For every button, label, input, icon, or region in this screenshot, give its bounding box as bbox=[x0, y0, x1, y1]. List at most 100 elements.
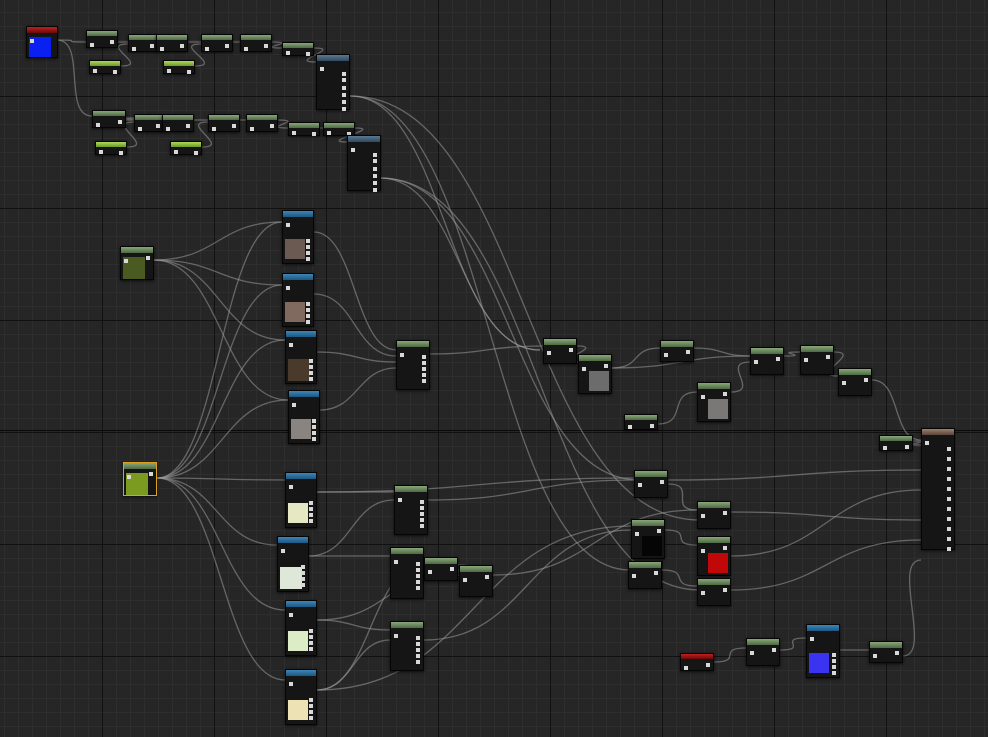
output-pin[interactable] bbox=[232, 124, 236, 128]
node-header[interactable] bbox=[289, 123, 319, 128]
output-pin[interactable] bbox=[416, 568, 420, 572]
output-pin[interactable] bbox=[686, 350, 690, 354]
input-pin[interactable] bbox=[804, 358, 808, 362]
output-pin[interactable] bbox=[660, 480, 664, 484]
output-pin[interactable] bbox=[373, 153, 377, 157]
node-lerp-grey2[interactable] bbox=[697, 382, 731, 422]
output-pin[interactable] bbox=[420, 524, 424, 528]
node-header[interactable] bbox=[317, 55, 349, 61]
input-pin[interactable] bbox=[132, 47, 136, 51]
output-pin[interactable] bbox=[309, 501, 313, 505]
output-pin[interactable] bbox=[306, 239, 310, 243]
output-pin[interactable] bbox=[947, 517, 951, 521]
input-pin[interactable] bbox=[286, 51, 290, 55]
output-pin[interactable] bbox=[309, 647, 313, 651]
output-pin[interactable] bbox=[706, 663, 710, 667]
input-pin[interactable] bbox=[160, 47, 164, 51]
output-pin[interactable] bbox=[947, 447, 951, 451]
node-n43[interactable] bbox=[459, 565, 493, 597]
output-pin[interactable] bbox=[306, 314, 310, 318]
output-pin[interactable] bbox=[373, 188, 377, 192]
node-header[interactable] bbox=[870, 642, 902, 648]
input-pin[interactable] bbox=[292, 131, 296, 135]
node-n6[interactable] bbox=[240, 34, 272, 52]
node-n13[interactable] bbox=[162, 114, 194, 132]
node-header[interactable] bbox=[681, 654, 713, 659]
output-pin[interactable] bbox=[772, 648, 776, 652]
input-pin[interactable] bbox=[327, 131, 331, 135]
input-pin[interactable] bbox=[289, 485, 293, 489]
output-pin[interactable] bbox=[301, 571, 305, 575]
output-pin[interactable] bbox=[450, 567, 454, 571]
input-pin[interactable] bbox=[281, 549, 285, 553]
node-tex-cream1[interactable] bbox=[285, 472, 317, 528]
output-pin[interactable] bbox=[416, 574, 420, 578]
input-pin[interactable] bbox=[394, 634, 398, 638]
output-pin[interactable] bbox=[826, 355, 830, 359]
node-n12[interactable] bbox=[134, 114, 164, 132]
output-pin[interactable] bbox=[657, 529, 661, 533]
output-pin[interactable] bbox=[650, 424, 654, 428]
node-header[interactable] bbox=[425, 558, 457, 564]
node-n8[interactable] bbox=[89, 60, 121, 74]
node-header[interactable] bbox=[286, 473, 316, 479]
node-header[interactable] bbox=[121, 247, 153, 253]
output-pin[interactable] bbox=[306, 251, 310, 255]
node-tex-cream3[interactable] bbox=[285, 669, 317, 725]
output-pin[interactable] bbox=[905, 445, 909, 449]
node-n31[interactable] bbox=[750, 347, 784, 375]
output-pin[interactable] bbox=[347, 132, 351, 136]
node-const-a[interactable] bbox=[624, 414, 658, 430]
node-n17[interactable] bbox=[323, 122, 355, 136]
output-pin[interactable] bbox=[422, 361, 426, 365]
output-pin[interactable] bbox=[312, 431, 316, 435]
node-header[interactable] bbox=[579, 355, 611, 361]
output-pin[interactable] bbox=[373, 159, 377, 163]
input-pin[interactable] bbox=[167, 69, 171, 73]
input-pin[interactable] bbox=[289, 613, 293, 617]
output-pin[interactable] bbox=[832, 665, 836, 669]
input-pin[interactable] bbox=[174, 150, 178, 154]
node-tex-map[interactable] bbox=[277, 536, 309, 592]
output-pin[interactable] bbox=[485, 575, 489, 579]
output-pin[interactable] bbox=[373, 174, 377, 178]
input-pin[interactable] bbox=[428, 570, 432, 574]
input-pin[interactable] bbox=[96, 123, 100, 127]
node-header[interactable] bbox=[289, 391, 319, 397]
node-tex-coord[interactable] bbox=[120, 246, 154, 280]
input-pin[interactable] bbox=[547, 351, 551, 355]
node-n5[interactable] bbox=[201, 34, 233, 52]
output-pin[interactable] bbox=[309, 507, 313, 511]
output-pin[interactable] bbox=[309, 519, 313, 523]
input-pin[interactable] bbox=[638, 483, 642, 487]
node-n49[interactable] bbox=[697, 536, 731, 576]
input-pin[interactable] bbox=[320, 67, 324, 71]
node-tex-rock1[interactable] bbox=[282, 210, 314, 264]
output-pin[interactable] bbox=[947, 477, 951, 481]
output-pin[interactable] bbox=[422, 367, 426, 371]
output-pin[interactable] bbox=[422, 373, 426, 377]
output-pin[interactable] bbox=[832, 653, 836, 657]
output-pin[interactable] bbox=[420, 512, 424, 516]
output-pin[interactable] bbox=[416, 562, 420, 566]
output-pin[interactable] bbox=[373, 181, 377, 185]
node-append-a[interactable] bbox=[316, 54, 350, 111]
node-header[interactable] bbox=[348, 136, 380, 142]
node-header[interactable] bbox=[286, 670, 316, 676]
input-pin[interactable] bbox=[842, 381, 846, 385]
node-n45[interactable] bbox=[634, 470, 668, 498]
output-pin[interactable] bbox=[270, 124, 274, 128]
node-add-a[interactable] bbox=[660, 340, 694, 362]
output-pin[interactable] bbox=[416, 654, 420, 658]
node-header[interactable] bbox=[27, 27, 57, 33]
output-pin[interactable] bbox=[306, 308, 310, 312]
input-pin[interactable] bbox=[127, 475, 131, 479]
node-n42[interactable] bbox=[424, 557, 458, 581]
input-pin[interactable] bbox=[90, 43, 94, 47]
output-pin[interactable] bbox=[146, 256, 150, 260]
input-pin[interactable] bbox=[166, 127, 170, 131]
input-pin[interactable] bbox=[701, 591, 705, 595]
output-pin[interactable] bbox=[194, 151, 198, 155]
node-header[interactable] bbox=[698, 579, 730, 585]
node-header[interactable] bbox=[283, 211, 313, 217]
